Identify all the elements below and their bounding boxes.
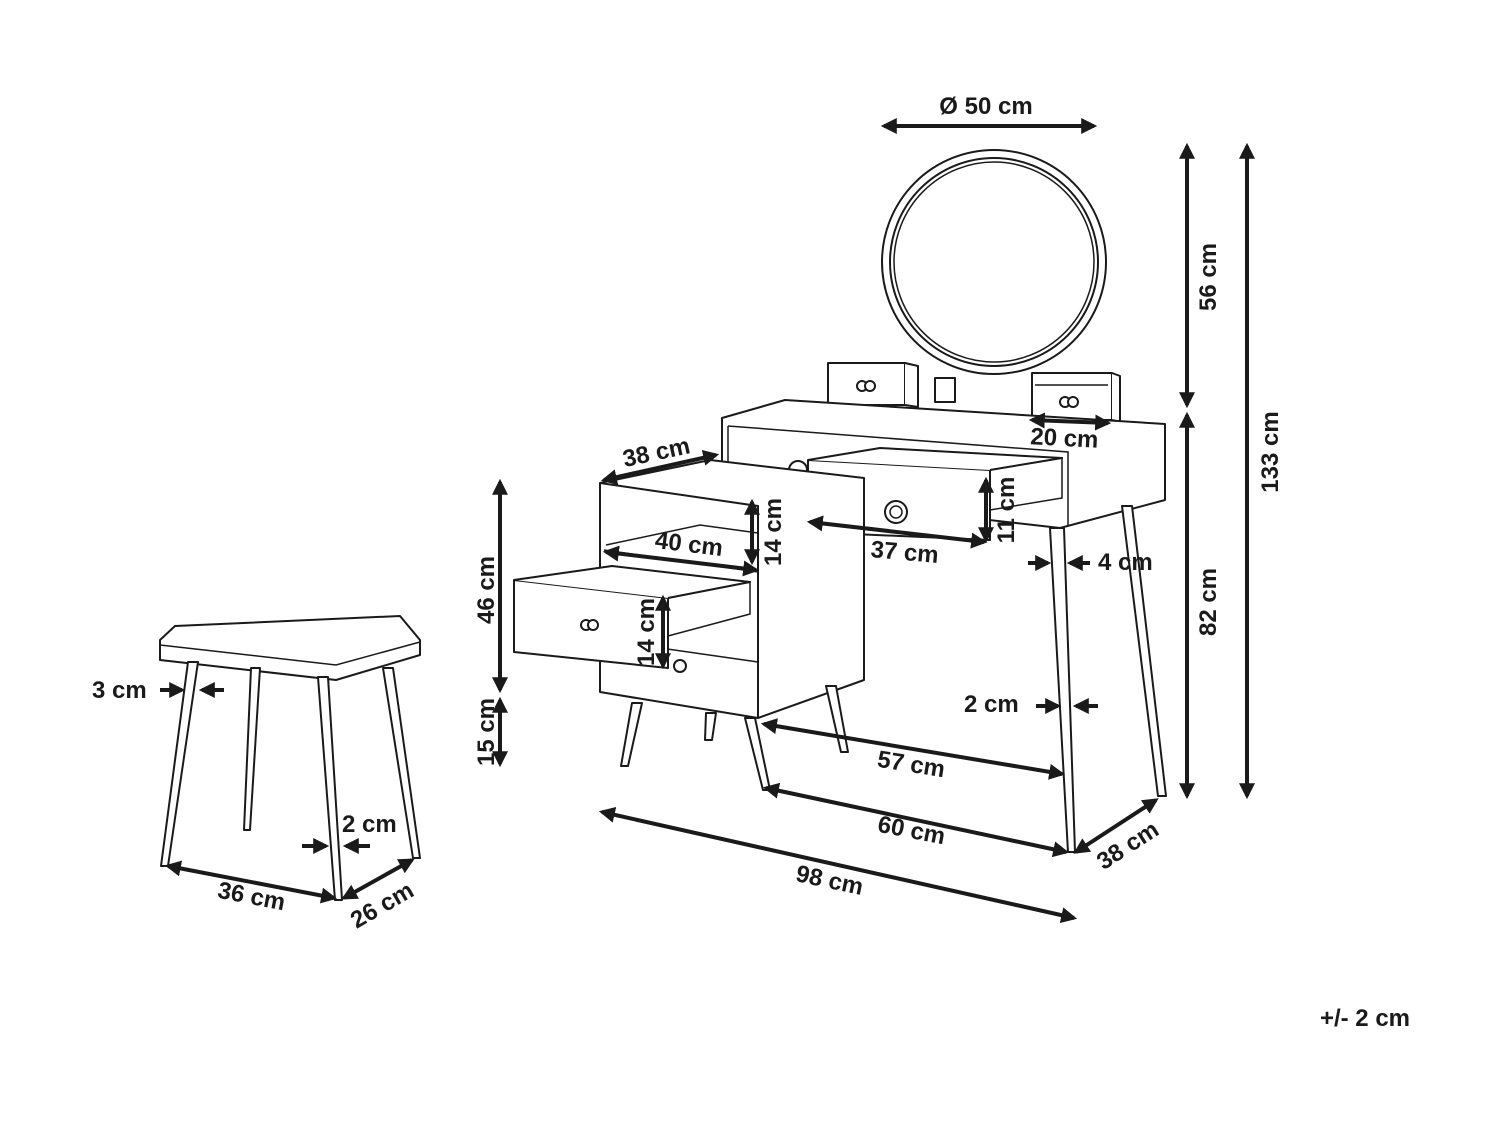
small-drawer-left [827,362,919,408]
label-drawer-main-width: 37 cm [870,536,940,569]
label-drawer-top-height: 14 cm [760,498,787,566]
label-mirror-diameter: Ø 50 cm [939,93,1032,120]
pulled-drawer-left [513,565,751,673]
dimension-lines [160,118,1255,924]
label-cabinet-leg-height: 15 cm [473,698,500,766]
label-desk-depth: 38 cm [1092,816,1164,876]
stool [159,615,421,901]
label-leg-top-width: 4 cm [1098,549,1153,576]
label-drawer-main-height: 11 cm [993,477,1020,544]
label-total-width: 98 cm [793,860,865,901]
label-stool-depth: 26 cm [346,877,418,934]
label-stool-width: 36 cm [215,877,287,916]
mirror [881,149,1107,403]
label-stool-leg-top: 3 cm [92,677,147,704]
label-desk-width-right: 60 cm [875,811,947,850]
small-drawer-right [1031,372,1121,423]
label-cabinet-height: 46 cm [473,556,500,624]
label-drawer-left-height: 14 cm [633,598,660,666]
label-stool-leg-bottom: 2 cm [342,811,397,838]
label-leg-bottom-width: 2 cm [964,691,1019,718]
label-small-drawer-width: 20 cm [1030,423,1099,454]
label-total-height: 133 cm [1257,411,1284,492]
label-table-height: 82 cm [1195,568,1222,636]
tolerance-note: +/- 2 cm [1319,1005,1410,1032]
label-mirror-height: 56 cm [1195,243,1222,311]
